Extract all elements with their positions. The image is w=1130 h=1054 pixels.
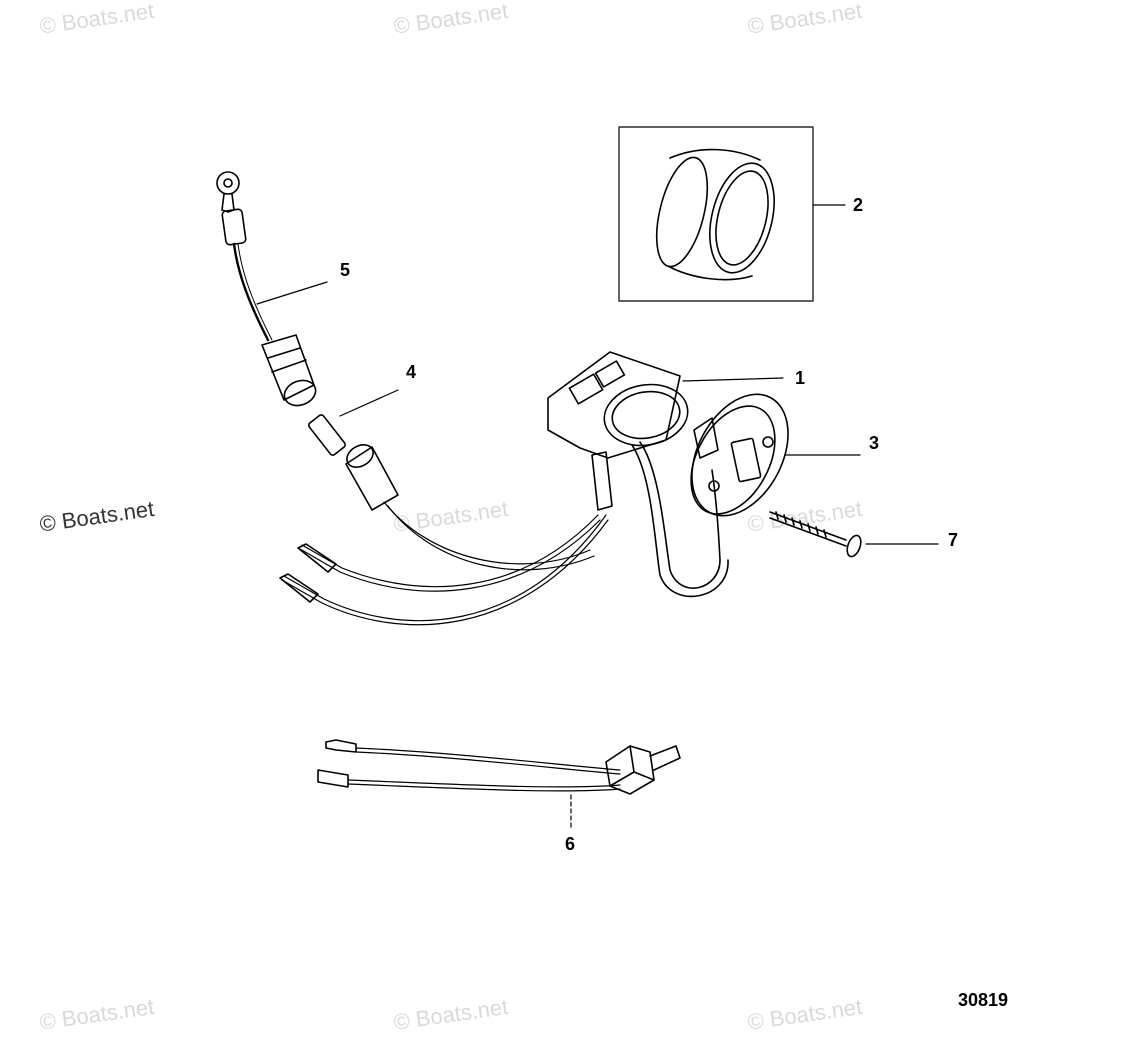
callout-3: 3 <box>869 433 880 453</box>
part-2-bezel-ring <box>618 126 846 302</box>
fuse-holder-harness <box>279 444 613 626</box>
part-3-switch-plate <box>690 393 861 517</box>
part-7-screw <box>769 511 939 558</box>
part-4-fuse <box>308 389 399 456</box>
part-6-lead <box>317 739 681 831</box>
callout-2: 2 <box>853 195 864 215</box>
diagram-reference-number: 30819 <box>958 990 1009 1010</box>
callout-1: 1 <box>795 368 806 388</box>
callout-4: 4 <box>406 362 417 382</box>
callout-7: 7 <box>948 530 959 550</box>
callout-6: 6 <box>565 834 576 854</box>
part-5-lead <box>216 171 328 407</box>
inset-box <box>618 126 814 302</box>
part-1-housing <box>547 351 784 598</box>
callout-5: 5 <box>340 260 351 280</box>
